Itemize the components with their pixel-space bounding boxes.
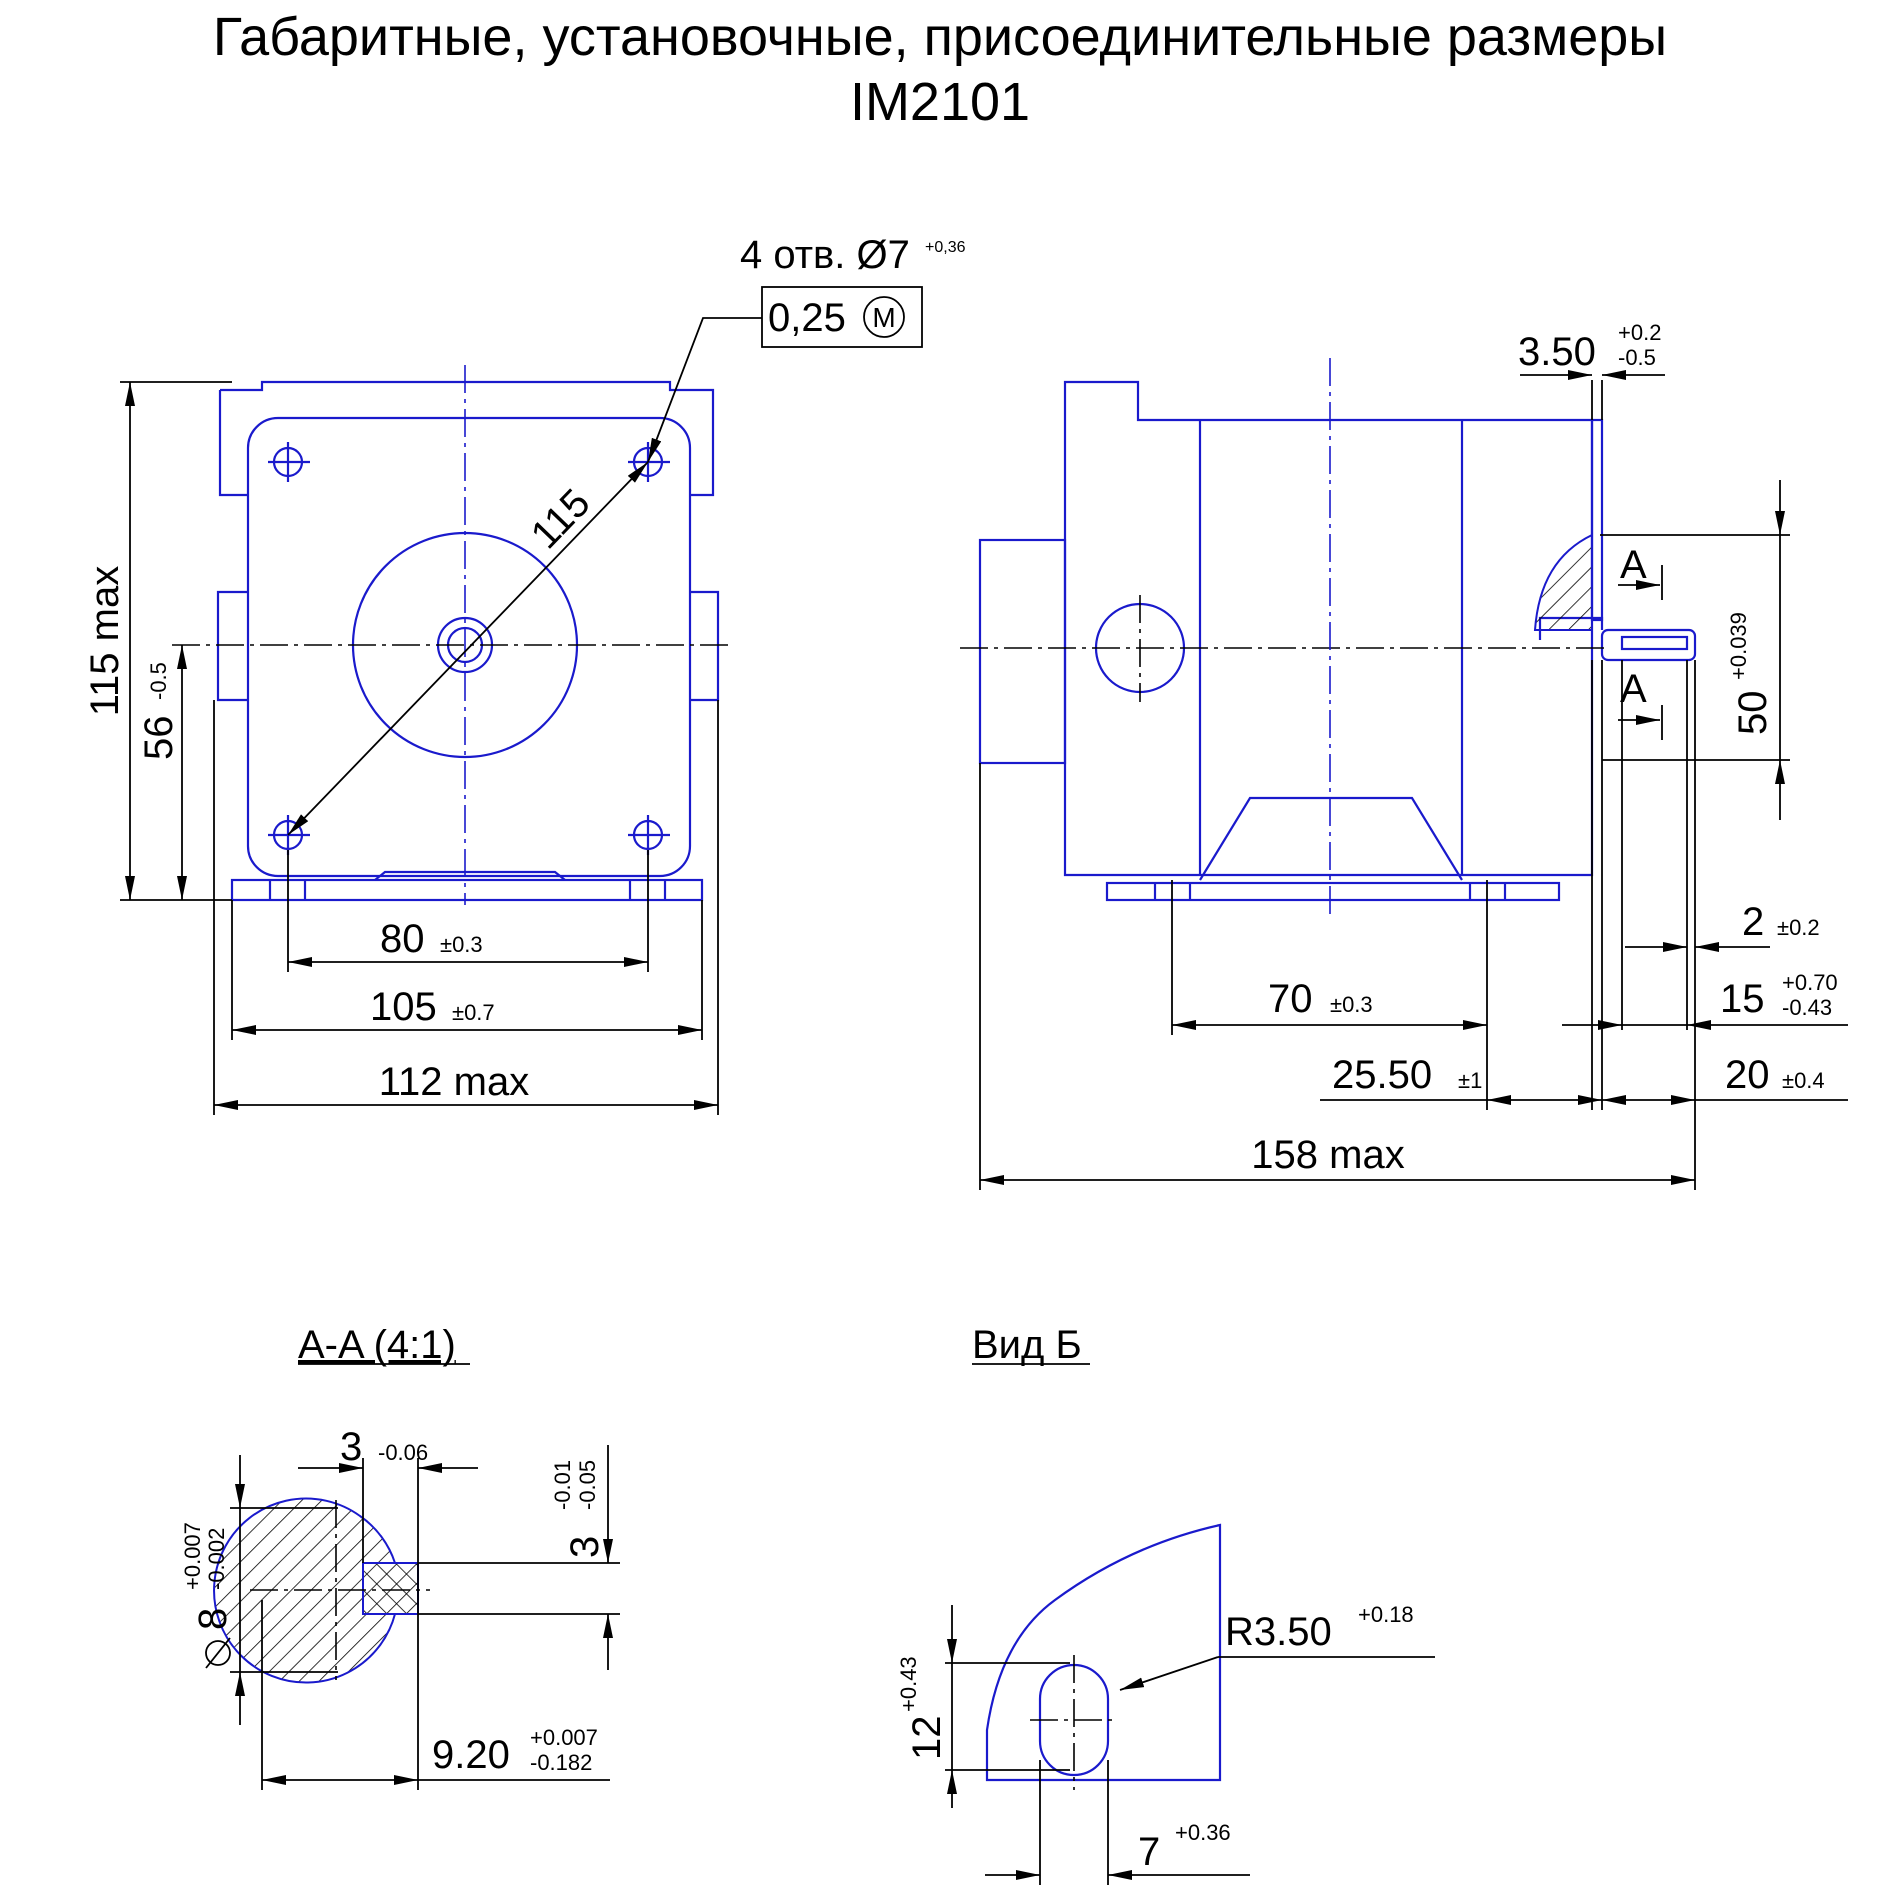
side-body <box>1063 380 1594 877</box>
radius-label: R3.50 <box>1225 1610 1332 1654</box>
diameter-symbol-slash <box>205 1637 231 1669</box>
mount-hole-tl <box>268 442 310 482</box>
dim-56-label: 56 <box>137 716 181 761</box>
dim-80-label: 80 <box>380 917 425 961</box>
dim-350-label: 3.50 <box>1518 330 1596 374</box>
dim-2550-tol: ±1 <box>1458 1068 1482 1093</box>
dim-50-tol: +0.039 <box>1726 612 1751 680</box>
side-cut-hatch <box>1533 533 1593 631</box>
side-rear-cap <box>978 538 1067 765</box>
dim-15-tol-up: +0.70 <box>1782 970 1838 995</box>
dim-350-tol-up: +0.2 <box>1618 320 1661 345</box>
dim-keyh-tol-up: -0.01 <box>550 1460 575 1510</box>
dim-keyh-tol-dn: -0.05 <box>575 1460 600 1510</box>
side-base-pedestal <box>1199 796 1463 881</box>
section-aa: A-A (4:1) 3 -0.06 3 -0.01 -0.05 8 +0.007… <box>180 1323 620 1790</box>
dim-920-label: 9.20 <box>432 1733 510 1777</box>
front-side-bosses <box>216 590 720 702</box>
title-line1: Габаритные, установочные, присоединитель… <box>213 7 1667 67</box>
dim-20-label: 20 <box>1725 1053 1770 1097</box>
dim-d8-tol-dn: -0.002 <box>204 1528 229 1590</box>
dim-d8-label: 8 <box>191 1608 235 1630</box>
front-view: 115 4 отв. Ø7 +0,36 0,25 M 115 max 56 -0… <box>83 233 966 1115</box>
dim-7-label: 7 <box>1138 1830 1160 1874</box>
dim-keyw-label: 3 <box>340 1425 362 1469</box>
front-base <box>230 878 704 902</box>
dim-20-tol: ±0.4 <box>1782 1068 1825 1093</box>
section-key <box>362 1562 419 1615</box>
radius-leader <box>1119 1656 1219 1691</box>
tolerance-frame-symbol: M <box>872 302 895 333</box>
holes-note: 4 отв. Ø7 +0,36 <box>740 233 966 277</box>
dim-920-tol-dn: -0.182 <box>530 1750 592 1775</box>
tolerance-frame: 0,25 M <box>761 286 923 348</box>
holes-note-tol: +0,36 <box>925 239 966 256</box>
tolerance-frame-box <box>761 286 923 348</box>
dim-12-tol: +0.43 <box>896 1656 921 1712</box>
dim-350-tol-dn: -0.5 <box>1618 345 1656 370</box>
dim-15-tol-dn: -0.43 <box>1782 995 1832 1020</box>
view-b-label: Вид Б <box>972 1323 1082 1367</box>
section-aa-label: A-A (4:1) <box>298 1323 456 1367</box>
dim-158max-label: 158 max <box>1251 1133 1404 1177</box>
dim-105-tol: ±0.7 <box>452 1000 495 1025</box>
dim-56-tol: -0.5 <box>146 662 171 700</box>
dim-keyw-tol: -0.06 <box>378 1440 428 1465</box>
diameter-symbol-circle <box>205 1640 231 1666</box>
dim-50-label: 50 <box>1731 691 1775 736</box>
front-top-lugs <box>218 380 715 497</box>
dim-112max-label: 112 max <box>379 1060 529 1104</box>
dim-d8-tol-up: +0.007 <box>180 1522 205 1590</box>
dim-920-tol-up: +0.007 <box>530 1725 598 1750</box>
dim-115max-label: 115 max <box>83 566 127 716</box>
diag-dimension-line <box>287 461 649 836</box>
dim-2-tol: ±0.2 <box>1777 915 1820 940</box>
tolerance-frame-value: 0,25 <box>768 296 846 340</box>
section-mark-top: A <box>1620 543 1647 587</box>
side-key <box>1620 635 1689 651</box>
tolerance-frame-circle <box>863 296 905 338</box>
dim-70-label: 70 <box>1268 977 1313 1021</box>
side-shaft <box>1600 628 1697 662</box>
dim-15-label: 15 <box>1720 977 1765 1021</box>
title-line2: IM2101 <box>850 72 1030 132</box>
side-view: A A 3.50 +0.2 -0.5 50 +0.039 2 ±0.2 <box>960 320 1848 1190</box>
side-flange-plate <box>1590 418 1604 622</box>
dim-keyh-label: 3 <box>563 1536 607 1558</box>
front-housing <box>246 416 692 878</box>
radius-tol: +0.18 <box>1358 1602 1414 1627</box>
section-mark-bottom: A <box>1620 667 1647 711</box>
dim-2550-label: 25.50 <box>1332 1053 1432 1097</box>
side-base <box>1105 881 1561 902</box>
view-b-contour <box>985 1523 1222 1782</box>
view-b: Вид Б R3.50 +0.18 12 +0.43 7 +0.36 <box>896 1323 1435 1885</box>
dim-105-label: 105 <box>370 985 437 1029</box>
dim-2-label: 2 <box>1742 900 1764 944</box>
front-base-skirt <box>374 870 566 881</box>
mount-hole-br <box>628 815 670 855</box>
dim-80-tol: ±0.3 <box>440 932 483 957</box>
dim-7-tol: +0.36 <box>1175 1820 1231 1845</box>
diag-dim-label: 115 <box>523 481 599 557</box>
dim-70-tol: ±0.3 <box>1330 992 1373 1017</box>
holes-leader <box>647 317 762 463</box>
holes-note-text: 4 отв. Ø7 <box>740 233 910 277</box>
dim-12-label: 12 <box>905 1716 949 1761</box>
